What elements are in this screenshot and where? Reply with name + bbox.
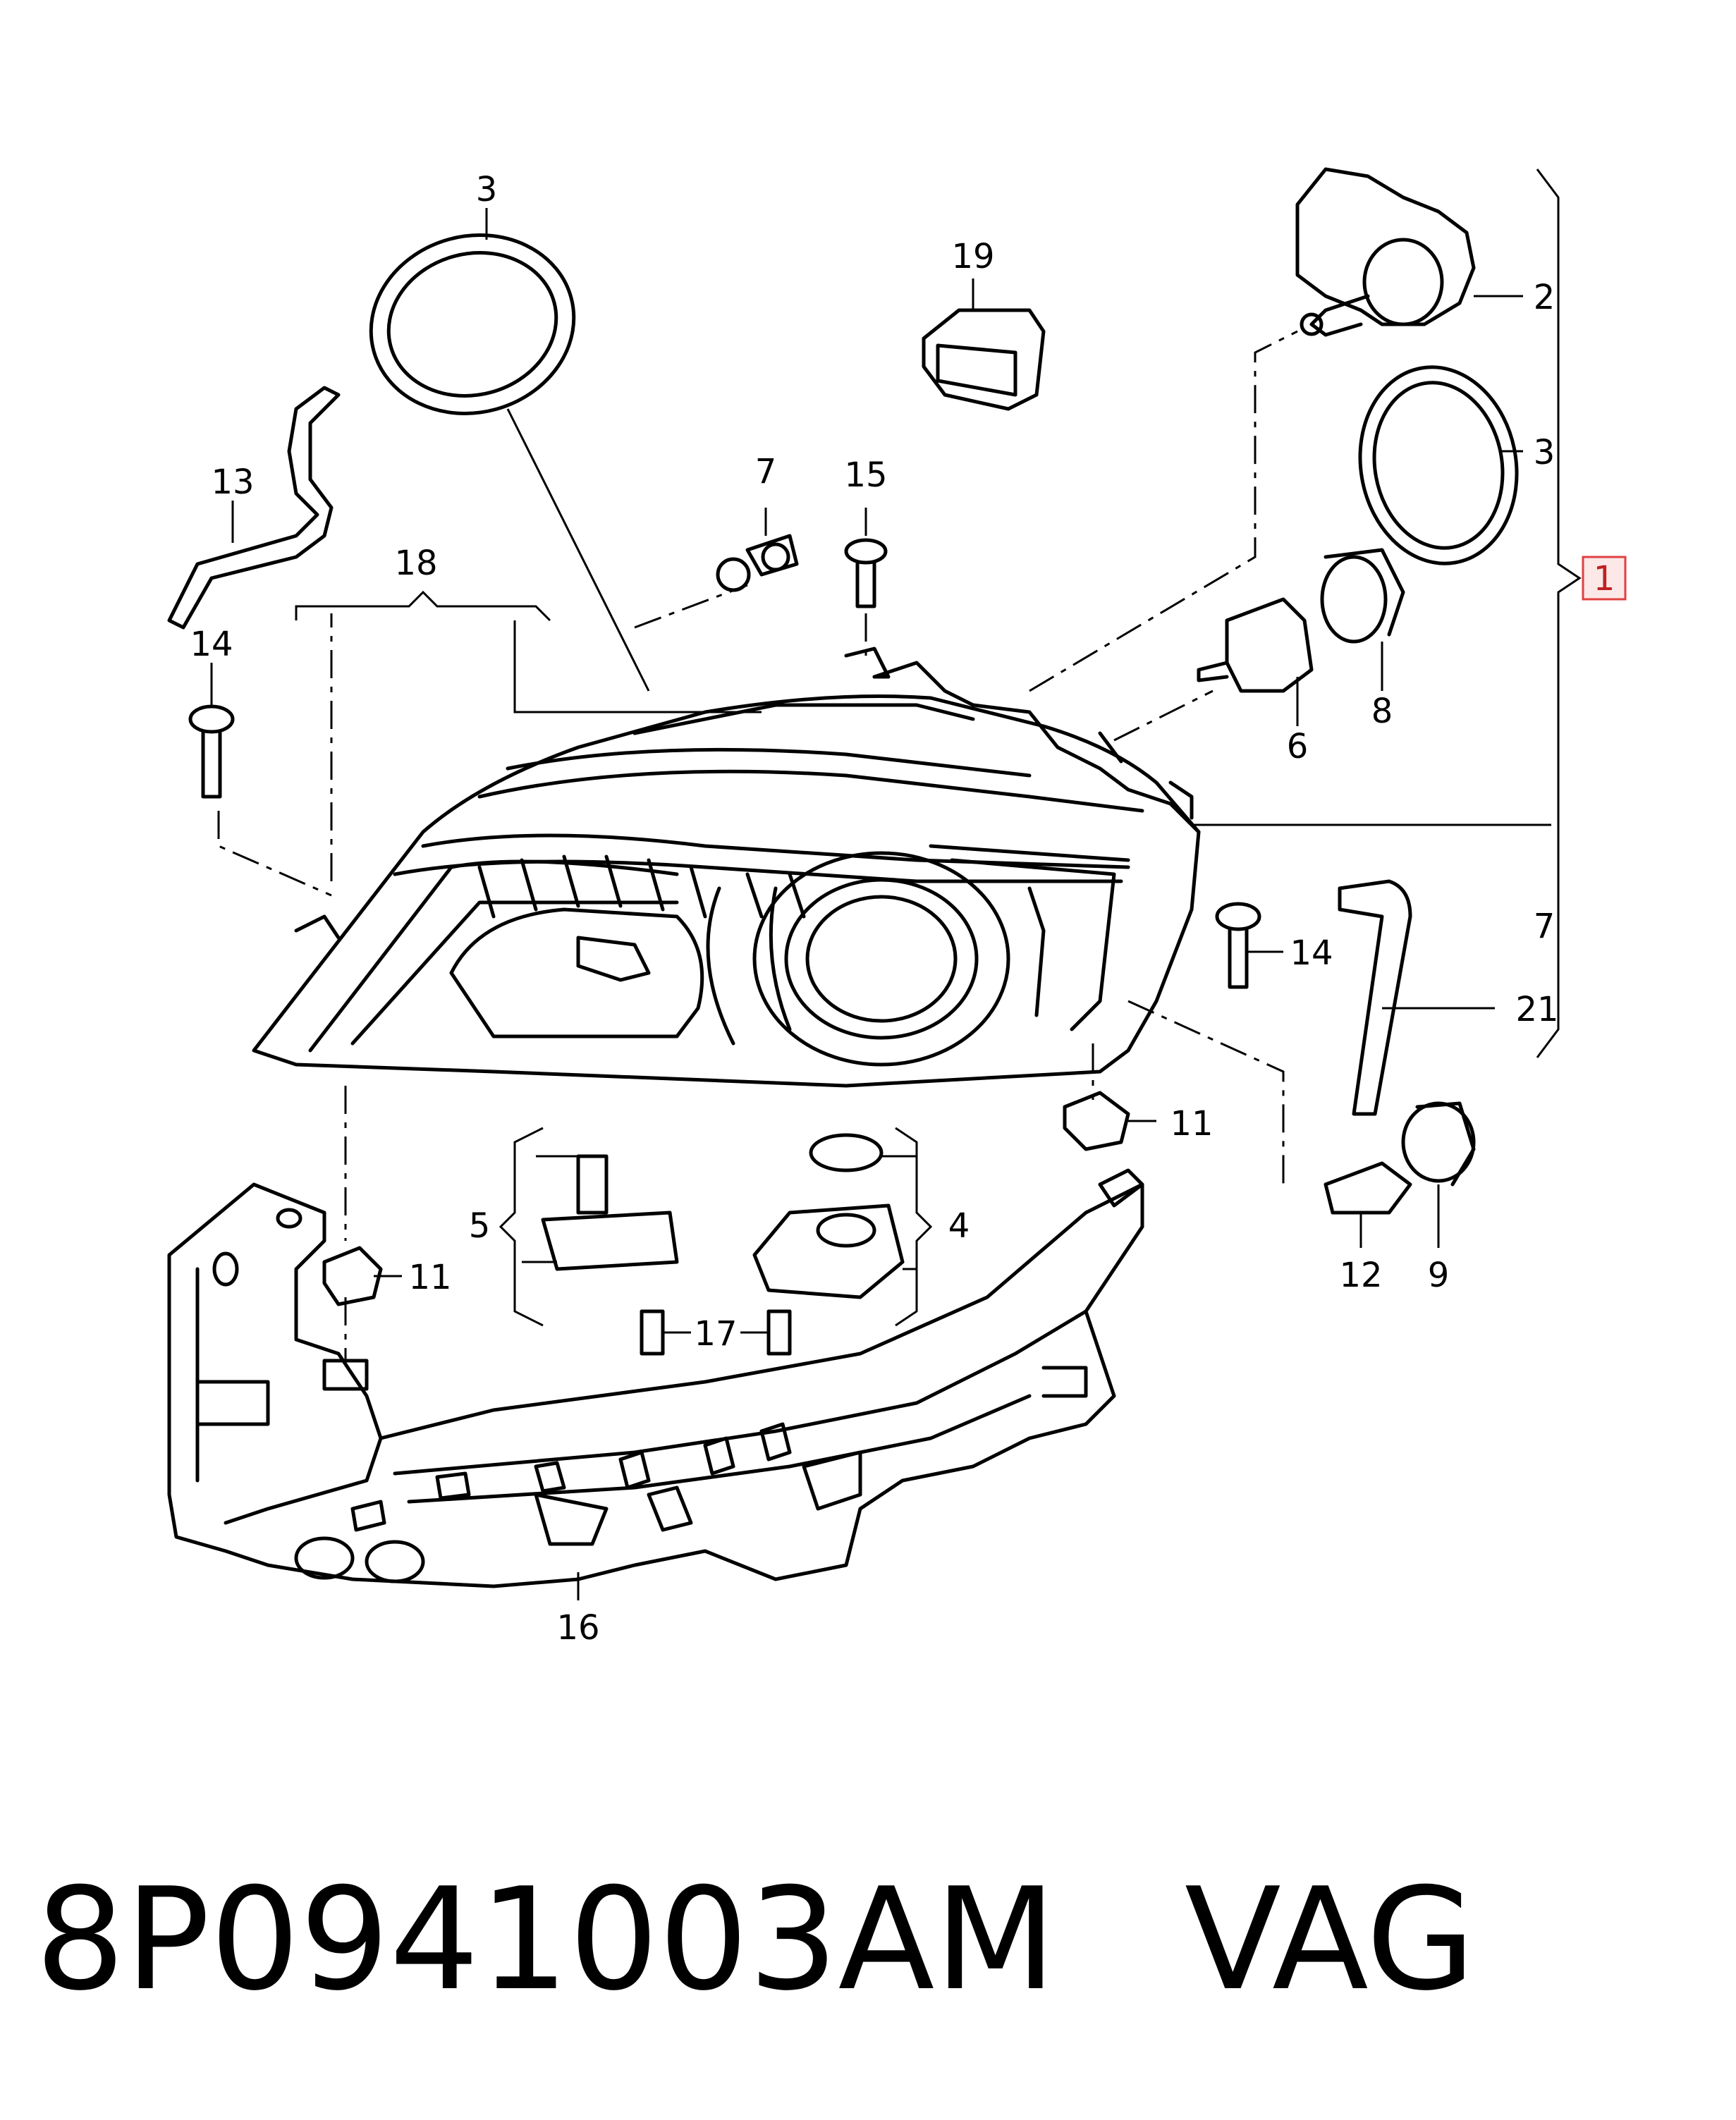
callout-11-right: 11 — [1170, 1104, 1213, 1144]
screw-15 — [844, 538, 888, 608]
leader-lines — [210, 169, 1582, 1600]
callout-16: 16 — [556, 1608, 599, 1648]
ballast-4 — [752, 1133, 905, 1299]
brand-name: VAG — [1185, 1858, 1475, 2022]
bulb-top — [716, 534, 799, 592]
callout-3-top: 3 — [476, 170, 498, 209]
clip-11-left — [322, 1246, 383, 1306]
callout-21: 21 — [1515, 990, 1558, 1029]
screw-14-left — [188, 704, 235, 799]
callout-1-highlight-box[interactable] — [1582, 556, 1627, 601]
callout-11-left: 11 — [408, 1258, 451, 1297]
callout-15: 15 — [844, 455, 887, 495]
callout-13: 13 — [211, 462, 254, 502]
callout-7-top: 7 — [755, 452, 777, 491]
part-number: 8P0941003AM — [35, 1858, 1056, 2022]
callout-1[interactable]: 1 — [1594, 559, 1615, 599]
cover-cap — [1401, 1101, 1476, 1187]
bulb-adapter — [1320, 548, 1405, 644]
seal-strip — [1338, 879, 1412, 1116]
screw-14-right — [1215, 902, 1261, 989]
callout-17: 17 — [694, 1314, 737, 1354]
clip-11-right — [1063, 1091, 1130, 1151]
callout-7-right: 7 — [1534, 907, 1555, 946]
vent-hose — [167, 386, 341, 630]
callout-6: 6 — [1287, 727, 1309, 766]
callout-19: 19 — [951, 237, 994, 276]
screw-17-right — [766, 1309, 792, 1356]
callout-8: 8 — [1371, 692, 1393, 731]
lower-bracket — [167, 1168, 1144, 1588]
headlight-housing — [252, 647, 1201, 1088]
leveling-motor — [1295, 167, 1476, 337]
screw-17-left — [640, 1309, 665, 1356]
callout-14-right: 14 — [1290, 933, 1333, 973]
callout-14-left: 14 — [190, 625, 233, 664]
callout-9: 9 — [1428, 1256, 1450, 1295]
side-bulb — [1324, 1161, 1412, 1215]
callout-4: 4 — [948, 1206, 970, 1246]
module-5 — [541, 1154, 679, 1271]
callout-2: 2 — [1534, 278, 1555, 317]
callout-5: 5 — [469, 1206, 491, 1246]
gasket-ring-top — [369, 233, 576, 415]
callout-3-right: 3 — [1534, 433, 1555, 472]
connector-plug — [922, 308, 1046, 411]
gasket-ring-right — [1358, 365, 1519, 565]
callout-12: 12 — [1339, 1256, 1382, 1295]
xenon-bulb — [1197, 597, 1314, 693]
guide-lines — [217, 330, 1298, 1361]
callout-18: 18 — [394, 544, 437, 583]
